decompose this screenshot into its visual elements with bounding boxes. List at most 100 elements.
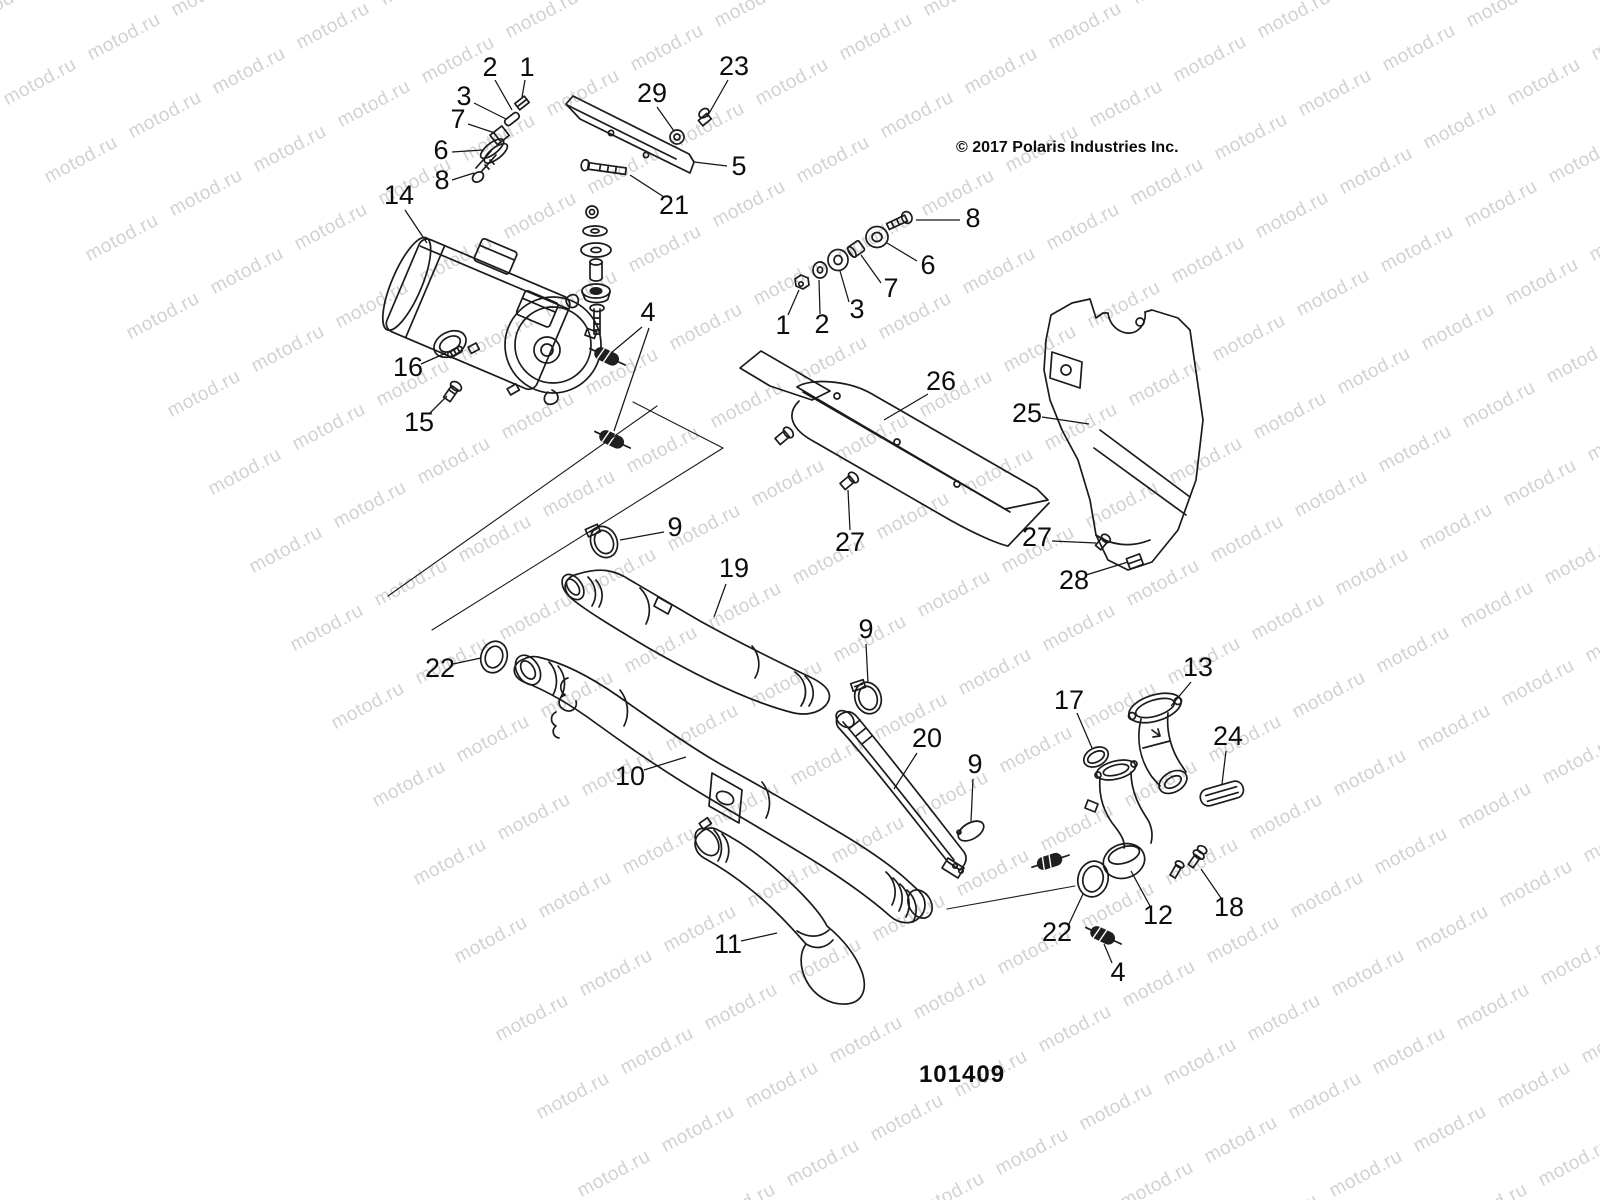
- pipe-10: [513, 654, 933, 924]
- leader-line: [893, 752, 918, 790]
- leader-line: [656, 106, 675, 132]
- callout-9: 9: [967, 749, 982, 779]
- callout-3: 3: [849, 294, 864, 324]
- fastener-stack-left: [471, 95, 531, 183]
- callout-5: 5: [731, 151, 746, 181]
- leader-line: [1130, 870, 1151, 907]
- callout-12: 12: [1143, 900, 1173, 930]
- callout-6: 6: [920, 250, 935, 280]
- elbow-13: [1127, 692, 1188, 795]
- callout-27: 27: [835, 527, 865, 557]
- pipe-19: [561, 569, 831, 715]
- pipe-12: [1084, 759, 1153, 880]
- callout-26: 26: [926, 366, 956, 396]
- leader-line: [494, 79, 513, 111]
- leader-line: [839, 270, 850, 303]
- leader-line: [521, 79, 526, 98]
- leader-line: [1085, 561, 1129, 576]
- callout-28: 28: [1059, 565, 1089, 595]
- spring: [1085, 926, 1123, 945]
- leader-line: [818, 279, 821, 315]
- callout-7: 7: [883, 273, 898, 303]
- bracket-25: [1043, 298, 1204, 571]
- leader-line: [706, 79, 729, 118]
- clamps-9: [584, 523, 985, 842]
- leader-line: [886, 242, 918, 262]
- leader-line: [1067, 893, 1084, 927]
- leader-line: [1170, 681, 1192, 707]
- callout-16: 16: [393, 352, 423, 382]
- leader-line: [467, 123, 496, 134]
- leader-line: [1051, 540, 1097, 544]
- ring-22-left: [479, 640, 509, 674]
- shield-20: [835, 709, 967, 879]
- band-clamp: [584, 523, 619, 559]
- callout-2: 2: [814, 309, 829, 339]
- copyright-text: © 2017 Polaris Industries Inc.: [956, 139, 1179, 156]
- leader-line: [787, 289, 800, 316]
- callout-22: 22: [425, 653, 455, 683]
- leader-line: [1103, 943, 1113, 964]
- leader-line: [610, 326, 643, 354]
- leader-line: [865, 643, 869, 684]
- spring: [589, 347, 627, 366]
- callout-1: 1: [519, 52, 534, 82]
- leader-line: [619, 531, 665, 541]
- leader-line: [1076, 712, 1093, 749]
- callout-17: 17: [1054, 685, 1084, 715]
- leader-line: [1221, 750, 1227, 785]
- callout-2: 2: [482, 52, 497, 82]
- muffler-endcap: [504, 293, 602, 406]
- oring-17: [1082, 746, 1110, 768]
- leader-line: [740, 932, 778, 942]
- callout-4: 4: [1110, 957, 1125, 987]
- callout-8: 8: [965, 203, 980, 233]
- nut-28: [1125, 553, 1145, 570]
- callout-8: 8: [434, 165, 449, 195]
- leader-line: [629, 174, 665, 198]
- leader-line: [860, 254, 882, 284]
- part-number: 101409: [919, 1061, 1005, 1088]
- muffler-hanger-hardware: [580, 205, 612, 335]
- bolt-15: [442, 380, 463, 403]
- assembly-lines: [387, 401, 1076, 910]
- callout-14: 14: [384, 180, 414, 210]
- bolt-21: [580, 158, 628, 176]
- callout-22: 22: [1042, 917, 1072, 947]
- bolt-23: [697, 107, 713, 127]
- callout-10: 10: [615, 761, 645, 791]
- muffler: [381, 236, 602, 406]
- clamp-24: [1199, 780, 1245, 807]
- callout-19: 19: [719, 553, 749, 583]
- callout-13: 13: [1183, 652, 1213, 682]
- callout-27: 27: [1022, 522, 1052, 552]
- spring: [1031, 852, 1070, 871]
- callout-15: 15: [404, 407, 434, 437]
- callout-11: 11: [714, 929, 742, 959]
- screw-27b: [839, 471, 860, 491]
- callout-21: 21: [659, 190, 689, 220]
- callout-24: 24: [1213, 721, 1243, 751]
- fastener-stack-right: [794, 210, 913, 290]
- callout-4: 4: [640, 297, 655, 327]
- spring: [594, 430, 632, 449]
- callout-23: 23: [719, 51, 749, 81]
- clip-16: [446, 345, 464, 359]
- leader-line: [847, 489, 851, 531]
- callout-9: 9: [667, 512, 682, 542]
- callout-29: 29: [637, 78, 667, 108]
- leader-line: [473, 102, 507, 120]
- leader-line: [1200, 868, 1222, 899]
- leader-line: [1041, 416, 1090, 425]
- leader-line: [643, 756, 687, 771]
- leader-line: [613, 327, 650, 432]
- band-clamp: [849, 678, 883, 715]
- callout-7: 7: [450, 104, 465, 134]
- leader-line: [693, 161, 728, 167]
- callout-18: 18: [1214, 892, 1244, 922]
- leader-line: [451, 172, 475, 181]
- leader-line: [451, 149, 484, 153]
